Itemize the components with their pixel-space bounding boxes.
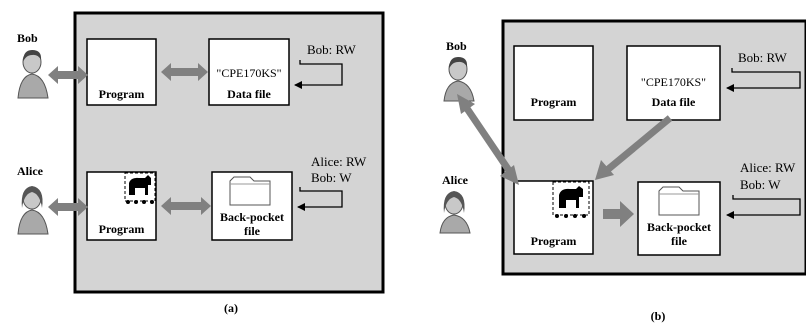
program-label-bottom-a: Program <box>99 222 145 236</box>
alice-person-icon <box>439 191 471 234</box>
data-file-box-a <box>208 38 290 106</box>
acl-entry-top-a: Bob: RW <box>307 42 356 57</box>
double-arrow-bob-program-b <box>457 94 519 185</box>
double-arrow-bob-program-a <box>48 66 88 84</box>
acl-bracket-bottom-b <box>726 195 801 219</box>
backpocket-line1-a: Back-pocket <box>220 210 284 224</box>
diagram-a: Bob Alice Program "CPE170KS" Data file B… <box>17 11 385 315</box>
data-file-name-b: "CPE170KS" <box>641 75 706 89</box>
program-box-top-b <box>513 45 594 121</box>
double-arrow-program-datafile-a <box>161 63 208 81</box>
folder-icon <box>229 176 271 206</box>
data-file-name-a: "CPE170KS" <box>216 66 281 80</box>
bob-label-a: Bob <box>17 31 38 45</box>
acl-bracket-top-b <box>726 68 801 92</box>
acl-bracket-bottom-a <box>297 187 343 211</box>
diagram-b: Bob Alice Program "CPE170KS" Data file B… <box>439 19 806 323</box>
trojan-horse-icon <box>129 175 151 195</box>
backpocket-line2-a: file <box>244 224 261 238</box>
bob-person-icon <box>17 50 49 99</box>
trojan-wheels-a <box>126 200 154 204</box>
bob-person-icon <box>443 57 475 102</box>
data-file-box-b <box>626 45 721 121</box>
double-arrow-alice-program-a <box>48 198 88 216</box>
program-label-bottom-b: Program <box>531 234 577 248</box>
arrow-program-to-backpocket-b <box>603 201 634 227</box>
data-file-label-b: Data file <box>652 95 696 109</box>
acl-entry-top-b: Bob: RW <box>738 50 787 65</box>
alice-label-a: Alice <box>17 164 44 178</box>
backpocket-line1-b: Back-pocket <box>647 220 711 234</box>
trojan-outline-a <box>124 172 156 202</box>
acl-entry-bob-a: Bob: W <box>311 170 352 185</box>
caption-a: (a) <box>224 301 238 315</box>
trojan-horse-icon <box>559 186 583 208</box>
program-label-top-b: Program <box>531 95 577 109</box>
program-label-top-a: Program <box>99 87 145 101</box>
caption-b: (b) <box>651 309 666 323</box>
program-box-bottom-a <box>86 171 157 241</box>
arrow-datafile-to-program-b <box>595 115 673 180</box>
alice-person-icon <box>17 186 49 235</box>
data-file-label-a: Data file <box>227 87 271 101</box>
acl-entry-alice-b: Alice: RW <box>740 160 796 175</box>
backpocket-line2-b: file <box>671 234 688 248</box>
acl-entry-alice-a: Alice: RW <box>311 154 367 169</box>
program-box-top-a <box>86 38 157 106</box>
folder-icon <box>658 186 700 216</box>
bob-label-b: Bob <box>446 39 467 53</box>
acl-entry-bob-b: Bob: W <box>740 177 781 192</box>
acl-bracket-top-a <box>294 60 343 89</box>
trojan-wheels-b <box>555 214 586 218</box>
double-arrow-program-backpocket-a <box>161 197 211 215</box>
trojan-outline-b <box>552 181 590 216</box>
alice-label-b: Alice <box>442 173 469 187</box>
